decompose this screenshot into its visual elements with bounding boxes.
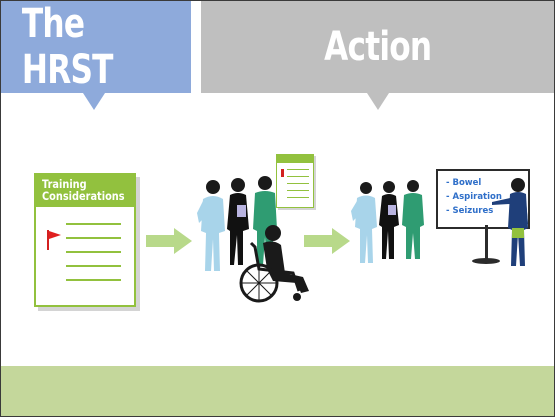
mini-document-icon [276, 154, 314, 208]
care-team-illustration [351, 180, 424, 263]
header-hrst: The HRST [1, 1, 191, 93]
document-line [66, 237, 121, 239]
header-action-title: Action [323, 24, 432, 70]
document-line [66, 279, 121, 281]
board-item-aspiration: - Aspiration [446, 192, 502, 202]
document-line [66, 223, 121, 225]
right-arrow-icon [146, 228, 192, 254]
board-item-bowel: - Bowel [446, 178, 482, 188]
presenter-illustration [492, 178, 528, 266]
header-action: Action [201, 1, 554, 93]
header-hrst-pointer [83, 93, 105, 110]
header-action-pointer [367, 93, 389, 110]
board-stand-icon [472, 225, 500, 264]
red-flag-icon [47, 230, 61, 250]
footer-bar [1, 366, 554, 416]
document-title-line2: Considerations [42, 189, 125, 203]
document-header: Training Considerations [36, 175, 134, 207]
document-title: Training Considerations [42, 178, 136, 202]
training-considerations-document: Training Considerations [34, 173, 136, 307]
care-team-with-wheelchair-illustration [197, 176, 309, 303]
right-arrow-icon [304, 228, 350, 254]
header-hrst-title: The HRST [21, 1, 114, 93]
document-line [66, 265, 121, 267]
board-item-seizures: - Seizures [446, 206, 494, 216]
document-title-line1: Training [42, 177, 87, 191]
document-line [66, 251, 121, 253]
